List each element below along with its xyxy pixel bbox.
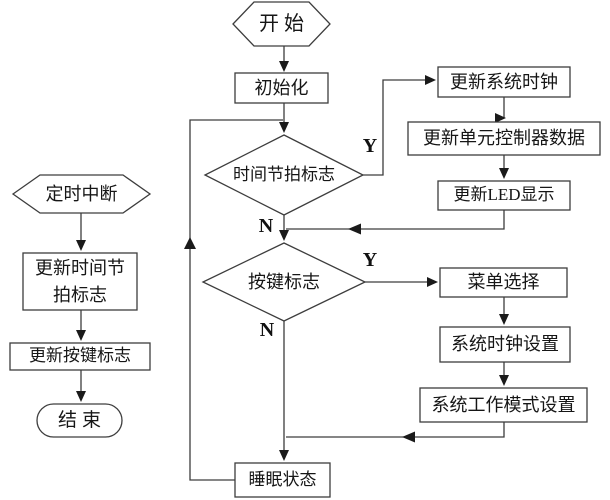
midarrow-workmode-left-icon [402, 431, 415, 443]
start-node-shape [232, 1, 331, 47]
sys-clock-setting-shape [439, 326, 571, 363]
timer-interrupt-shape [11, 174, 152, 214]
tick-no-label: N [258, 214, 274, 237]
midarrow-loop-up-icon [184, 237, 196, 249]
midarrow-led-left-icon [348, 223, 361, 235]
update-tick-flag-shape [22, 252, 138, 311]
tick-yes-label: Y [362, 134, 378, 157]
init-node-shape [234, 72, 329, 104]
key-yes-label: Y [362, 248, 378, 271]
update-unit-data-shape [407, 121, 601, 156]
key-no-label: N [259, 318, 275, 341]
edge-led-junction [286, 210, 505, 230]
end-node-shape [36, 403, 123, 438]
menu-select-shape [439, 267, 568, 298]
update-sys-clock-shape [437, 66, 571, 98]
tick-decision-shape [203, 134, 365, 216]
key-decision-shape [201, 242, 367, 322]
edge-workmode-junction [286, 422, 505, 438]
edge-sleep-loopback [189, 119, 283, 481]
update-led-shape [437, 180, 571, 211]
sleep-node-shape [234, 462, 331, 498]
update-key-flag-shape [9, 342, 151, 371]
sys-work-mode-setting-shape [419, 387, 588, 423]
edge-tick-yes [363, 75, 436, 176]
